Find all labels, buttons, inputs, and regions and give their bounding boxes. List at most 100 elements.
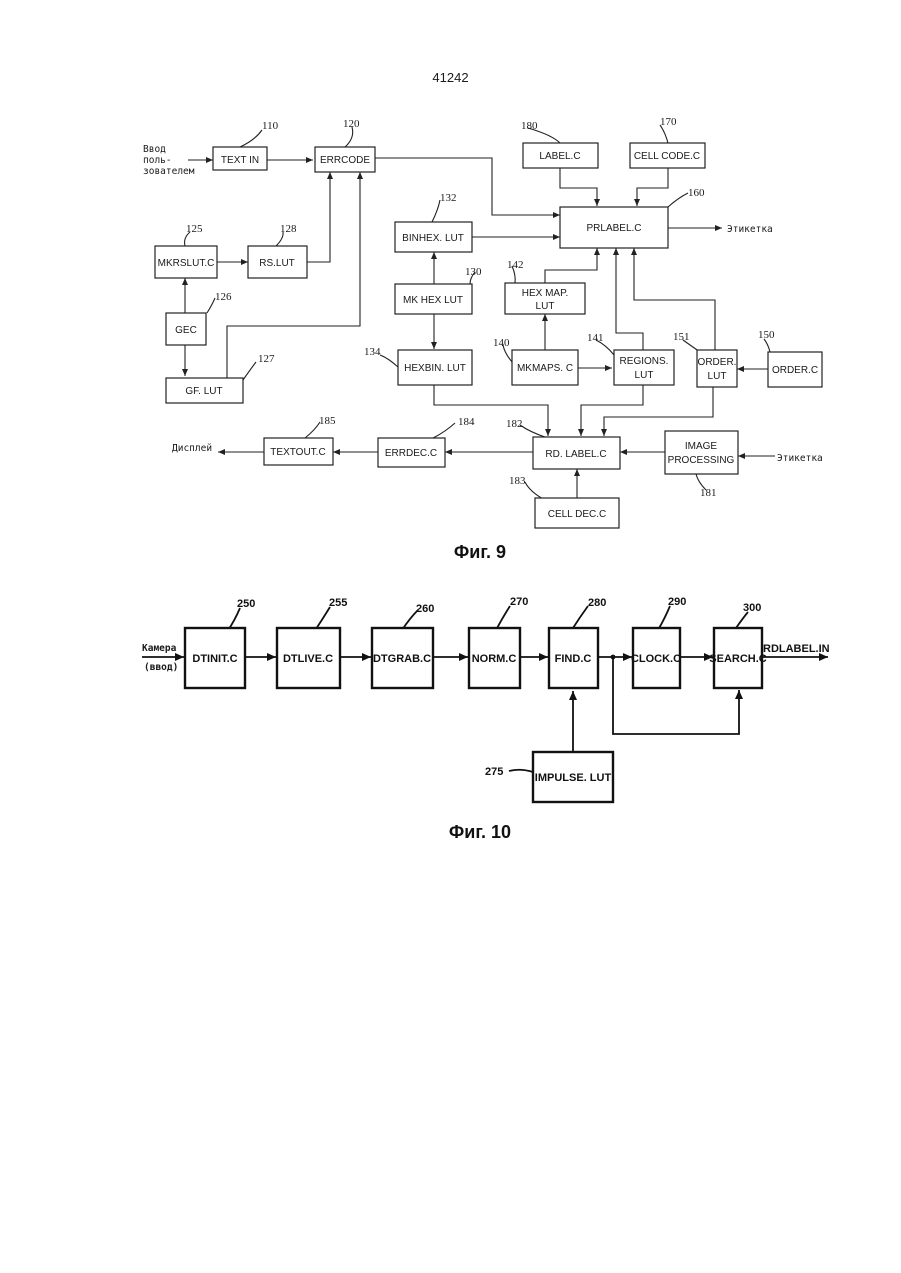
- user-input-label-line2: поль-: [143, 155, 172, 166]
- box-hex-map-lut: HEX MAP. LUT: [505, 283, 585, 314]
- svg-text:LABEL.C: LABEL.C: [539, 151, 580, 162]
- svg-text:MK HEX LUT: MK HEX LUT: [403, 295, 463, 306]
- svg-text:MKRSLUT.C: MKRSLUT.C: [158, 258, 215, 269]
- svg-text:GEC: GEC: [175, 325, 197, 336]
- svg-text:130: 130: [465, 266, 482, 278]
- box-errcode: ERRCODE: [315, 147, 375, 172]
- svg-text:185: 185: [319, 415, 336, 427]
- svg-text:PROCESSING: PROCESSING: [668, 455, 735, 466]
- box-gf-lut: GF. LUT: [166, 378, 243, 403]
- box-prlabel-c: PRLABEL.C: [560, 207, 668, 248]
- box-order-lut: ORDER. LUT: [697, 350, 737, 387]
- svg-text:DTINIT.C: DTINIT.C: [192, 653, 237, 665]
- display-output: Дисплей: [172, 443, 212, 454]
- label-output: Этикетка: [727, 224, 773, 235]
- svg-text:180: 180: [521, 120, 538, 132]
- fig9-diagram: TEXT IN ERRCODE MKRSLUT.C RS.LUT GEC GF.…: [143, 116, 823, 562]
- svg-text:ERRDEC.C: ERRDEC.C: [385, 448, 437, 459]
- svg-text:270: 270: [510, 596, 528, 608]
- svg-text:300: 300: [743, 602, 761, 614]
- svg-text:275: 275: [485, 766, 503, 778]
- svg-text:181: 181: [700, 487, 717, 499]
- svg-text:DTLIVE.C: DTLIVE.C: [283, 653, 333, 665]
- box-gec: GEC: [166, 313, 206, 345]
- box-image-processing: IMAGE PROCESSING: [665, 431, 738, 474]
- svg-text:GF. LUT: GF. LUT: [185, 386, 222, 397]
- svg-text:IMPULSE. LUT: IMPULSE. LUT: [535, 772, 612, 784]
- svg-text:ORDER.C: ORDER.C: [772, 365, 818, 376]
- box-regions-lut: REGIONS. LUT: [614, 350, 674, 385]
- svg-text:ORDER.: ORDER.: [698, 357, 737, 368]
- svg-text:140: 140: [493, 337, 510, 349]
- svg-text:LUT: LUT: [708, 371, 727, 382]
- svg-text:184: 184: [458, 416, 475, 428]
- svg-text:280: 280: [588, 597, 606, 609]
- svg-text:REGIONS.: REGIONS.: [620, 356, 669, 367]
- box-cell-code-c: CELL CODE.C: [630, 143, 705, 168]
- box-rd-label-c: RD. LABEL.C: [533, 437, 620, 469]
- box-hexbin-lut: HEXBIN. LUT: [398, 350, 472, 385]
- svg-text:110: 110: [262, 120, 279, 132]
- svg-text:160: 160: [688, 187, 705, 199]
- camera-input-label-line1: Камера: [142, 643, 177, 654]
- box-mk-hex-lut: MK HEX LUT: [395, 284, 472, 314]
- box-mkmaps-c: MKMAPS. C: [512, 350, 578, 385]
- svg-text:134: 134: [364, 346, 381, 358]
- fig10-caption: Фиг. 10: [449, 822, 511, 842]
- box-find-c: FIND.C: [549, 628, 598, 688]
- box-dtlive-c: DTLIVE.C: [277, 628, 340, 688]
- box-binhex-lut: BINHEX. LUT: [395, 222, 472, 252]
- svg-text:BINHEX. LUT: BINHEX. LUT: [402, 233, 464, 244]
- svg-text:151: 151: [673, 331, 690, 343]
- fig9-io-labels: Ввод поль- зователем Этикетка Этикетка Д…: [143, 144, 823, 464]
- svg-text:126: 126: [215, 291, 232, 303]
- fig9-caption: Фиг. 9: [454, 542, 506, 562]
- svg-text:183: 183: [509, 475, 526, 487]
- svg-text:250: 250: [237, 598, 255, 610]
- box-rs-lut: RS.LUT: [248, 246, 307, 278]
- box-dtgrab-c: DTGRAB.C: [372, 628, 433, 688]
- svg-text:CELL CODE.C: CELL CODE.C: [634, 151, 700, 162]
- svg-text:TEXTOUT.C: TEXTOUT.C: [270, 447, 325, 458]
- svg-text:290: 290: [668, 596, 686, 608]
- box-cell-dec-c: CELL DEC.C: [535, 498, 619, 528]
- svg-text:141: 141: [587, 332, 604, 344]
- svg-text:MKMAPS. C: MKMAPS. C: [517, 363, 573, 374]
- user-input-label-line1: Ввод: [143, 144, 166, 155]
- box-norm-c: NORM.C: [469, 628, 520, 688]
- rdlabel-output: RDLABEL.IN: [763, 643, 830, 655]
- camera-input-label-line2: (ввод): [144, 662, 178, 673]
- box-label-c: LABEL.C: [523, 143, 598, 168]
- box-impulse-lut: IMPULSE. LUT: [533, 752, 613, 802]
- svg-text:150: 150: [758, 329, 775, 341]
- svg-text:RS.LUT: RS.LUT: [259, 258, 295, 269]
- svg-text:IMAGE: IMAGE: [685, 441, 718, 452]
- svg-text:HEX MAP.: HEX MAP.: [522, 288, 569, 299]
- svg-text:128: 128: [280, 223, 297, 235]
- svg-text:260: 260: [416, 603, 434, 615]
- svg-text:132: 132: [440, 192, 457, 204]
- box-text-in: TEXT IN: [213, 147, 267, 170]
- svg-text:CELL DEC.C: CELL DEC.C: [548, 509, 607, 520]
- svg-text:142: 142: [507, 259, 524, 271]
- svg-text:255: 255: [329, 597, 347, 609]
- box-mkrslut: MKRSLUT.C: [155, 246, 217, 278]
- svg-text:NORM.C: NORM.C: [472, 653, 517, 665]
- svg-text:TEXT IN: TEXT IN: [221, 155, 259, 166]
- box-errdec-c: ERRDEC.C: [378, 438, 445, 467]
- svg-text:170: 170: [660, 116, 677, 128]
- box-order-c: ORDER.C: [768, 352, 822, 387]
- svg-text:RD. LABEL.C: RD. LABEL.C: [545, 449, 606, 460]
- box-clock-c: CLOCK.C: [631, 628, 681, 688]
- box-textout-c: TEXTOUT.C: [264, 438, 333, 465]
- svg-text:ERRCODE: ERRCODE: [320, 155, 370, 166]
- box-dtinit-c: DTINIT.C: [185, 628, 245, 688]
- svg-text:LUT: LUT: [536, 301, 555, 312]
- svg-text:DTGRAB.C: DTGRAB.C: [373, 653, 431, 665]
- svg-text:120: 120: [343, 118, 360, 130]
- box-search-c: SEARCH.C: [709, 628, 767, 688]
- fig10-diagram: DTINIT.C DTLIVE.C DTGRAB.C NORM.C FIND.C…: [142, 596, 830, 842]
- svg-text:CLOCK.C: CLOCK.C: [631, 653, 681, 665]
- svg-text:182: 182: [506, 418, 523, 430]
